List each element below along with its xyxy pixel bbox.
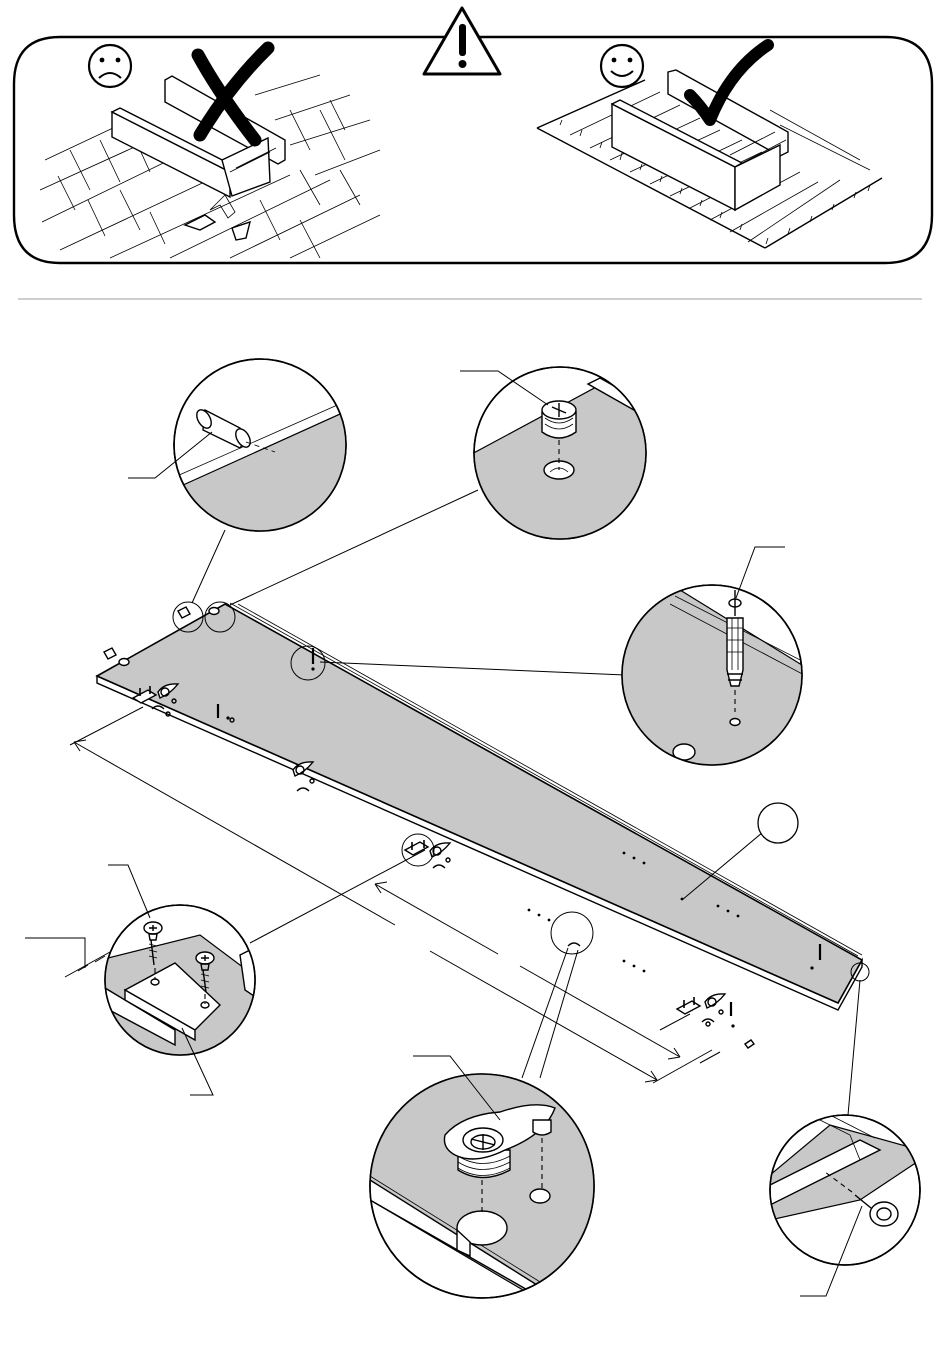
smiley-face-icon: [601, 45, 643, 87]
screw-bracket-callout: [100, 865, 260, 1095]
cam-lock-callout: [370, 1056, 600, 1300]
cam-bolt-callout: [460, 367, 660, 560]
warning-triangle-icon: [424, 8, 500, 74]
dowel-callout: [128, 359, 360, 560]
warning-panel: [14, 8, 932, 263]
nail-callout: [770, 1115, 920, 1296]
pin-callout: [620, 547, 810, 780]
part-label-circle: [758, 803, 798, 843]
broken-box: [112, 76, 285, 240]
intact-box: [612, 70, 788, 210]
sad-face-icon: [89, 45, 131, 87]
